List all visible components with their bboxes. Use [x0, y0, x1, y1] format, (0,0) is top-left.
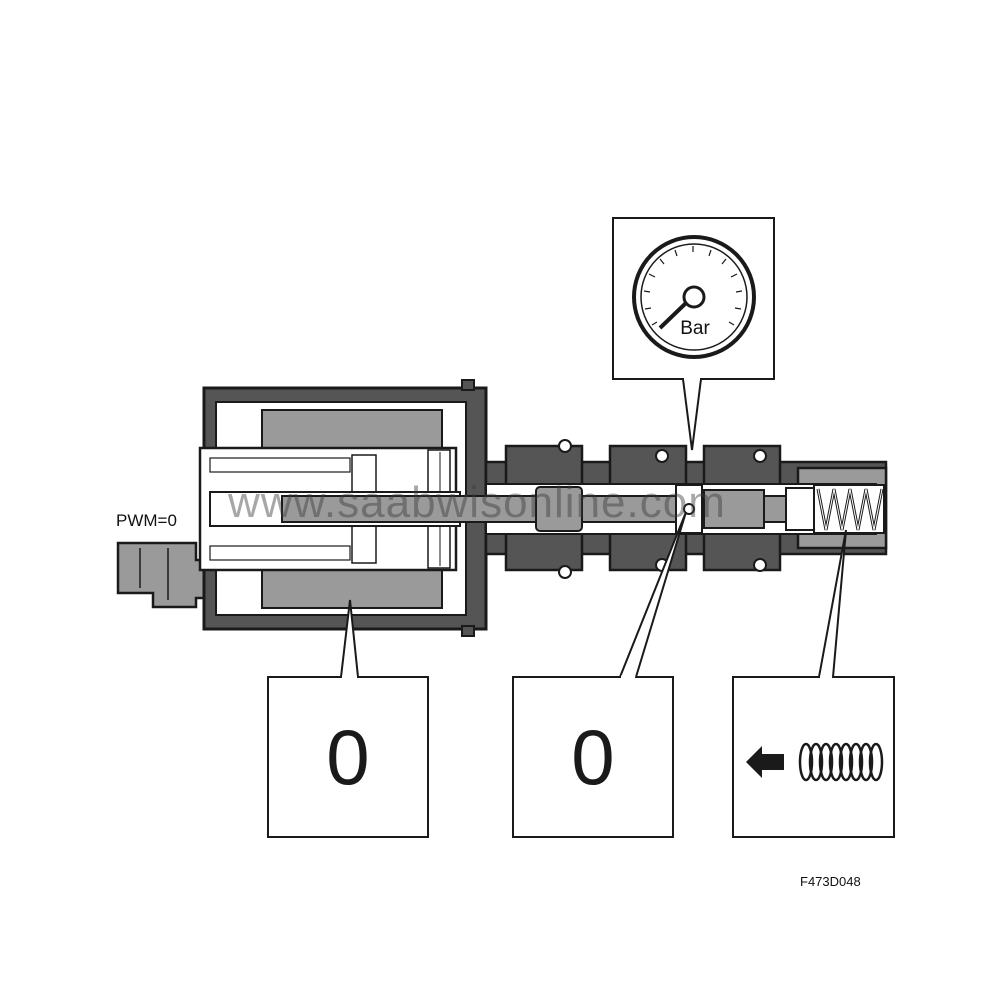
left-arrow-icon	[746, 746, 784, 778]
spring-icon	[798, 742, 884, 782]
gauge-unit-label: Bar	[680, 318, 710, 339]
spring-callout	[732, 529, 895, 838]
solenoid-state-value: 0	[326, 713, 370, 801]
coil-winding-top	[261, 409, 443, 449]
solenoid-callout	[267, 599, 429, 838]
coil-winding-bottom	[261, 569, 443, 609]
pressure-gauge-icon	[632, 235, 756, 359]
return-spring	[813, 484, 885, 534]
figure-id-label: F473D048	[800, 874, 861, 889]
gauge-callout	[612, 217, 775, 451]
watermark-text: www.saabwisonline.com	[228, 478, 726, 527]
electrical-connector	[116, 541, 207, 609]
pressure-state-value: 0	[571, 713, 615, 801]
pwm-input-label: PWM=0	[116, 511, 177, 530]
valve-body	[281, 439, 888, 579]
pressure-callout	[512, 511, 687, 838]
